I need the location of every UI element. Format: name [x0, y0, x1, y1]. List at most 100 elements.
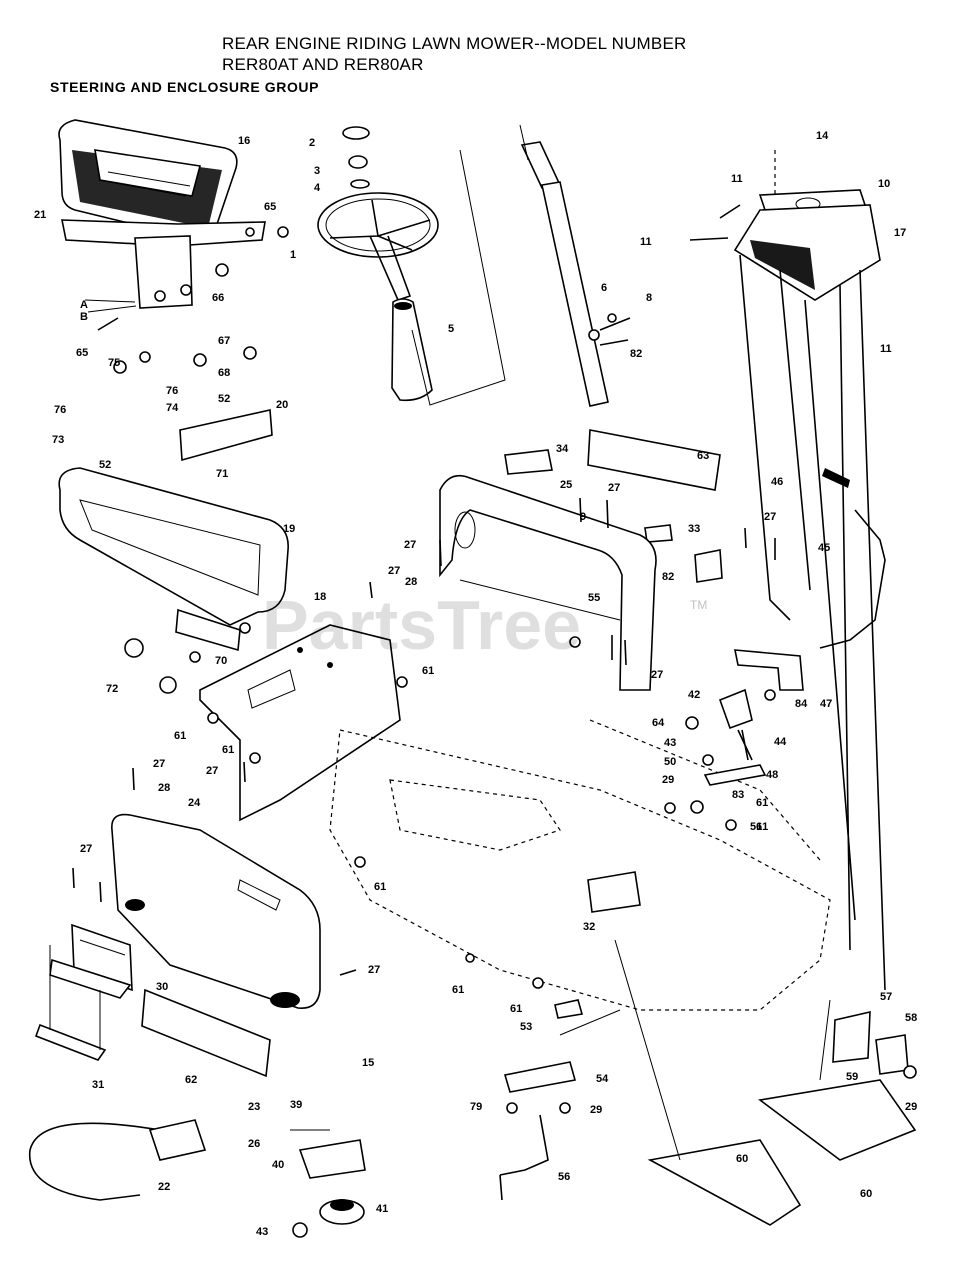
callout-21: 21	[34, 209, 46, 221]
callout-84: 84	[795, 698, 808, 710]
diagram-title-line2: RER80AT AND RER80AR	[222, 55, 424, 74]
callout-60b: 60	[860, 1188, 872, 1200]
steering-wheel-part	[317, 126, 439, 301]
callout-11b: 11	[640, 236, 652, 248]
callout-27h: 27	[80, 843, 92, 855]
callout-55: 55	[588, 592, 600, 604]
callout-79: 79	[470, 1101, 482, 1113]
callout-8: 8	[646, 292, 652, 304]
callout-51: 51	[750, 821, 762, 833]
lever-48-part	[703, 764, 767, 786]
fender-part	[439, 474, 657, 691]
front-cowl-part	[111, 813, 321, 1009]
callout-29a: 29	[662, 774, 674, 786]
callout-61b: 61	[174, 730, 186, 742]
callout-83: 83	[732, 789, 744, 801]
callout-11a: 11	[731, 173, 743, 185]
callout-31: 31	[92, 1079, 104, 1091]
callout-50: 50	[664, 756, 676, 768]
brake-rod-part	[499, 1009, 621, 1201]
callout-15: 15	[362, 1057, 374, 1069]
callout-82a: 82	[630, 348, 642, 360]
callout-3: 3	[314, 165, 320, 177]
shift-lever-part	[819, 468, 886, 649]
callout-57: 57	[880, 991, 892, 1003]
callout-22: 22	[158, 1181, 170, 1193]
callout-19: 19	[283, 523, 295, 535]
callout-54: 54	[596, 1073, 609, 1085]
callout-61g: 61	[452, 984, 464, 996]
callout-40: 40	[272, 1159, 284, 1171]
callout-24: 24	[188, 797, 201, 809]
steering-shaft-part	[519, 124, 631, 407]
bracket-30-part	[49, 923, 133, 999]
pedal-right-part	[758, 1079, 917, 1161]
pedal-left-part	[647, 1139, 802, 1226]
callout-52a: 52	[218, 393, 230, 405]
callout-17: 17	[894, 227, 906, 239]
callout-28a: 28	[405, 576, 417, 588]
callout-76a: 76	[166, 385, 178, 397]
callout-53: 53	[520, 1021, 532, 1033]
callout-74: 74	[166, 402, 179, 414]
callout-64: 64	[652, 717, 665, 729]
bracket-20-part	[179, 409, 273, 462]
callout-45: 45	[818, 542, 830, 554]
callout-62: 62	[185, 1074, 197, 1086]
mower-deck-outline	[329, 729, 831, 1011]
partstree-watermark: PartsTree	[262, 586, 582, 664]
callout-60a: 60	[736, 1153, 748, 1165]
callout-46: 46	[771, 476, 783, 488]
callout-61a: 61	[422, 665, 434, 677]
callout-29c: 29	[590, 1104, 602, 1116]
callout-61c: 61	[222, 744, 234, 756]
callout-14: 14	[816, 130, 829, 142]
callout-16: 16	[238, 135, 250, 147]
callout-6: 6	[601, 282, 607, 294]
hardware-group	[72, 346, 917, 1114]
callout-27a: 27	[608, 482, 620, 494]
seat-pan-part	[58, 467, 289, 652]
callout-42: 42	[688, 689, 700, 701]
callout-61d: 61	[756, 797, 768, 809]
callout-41: 41	[376, 1203, 388, 1215]
callout-73: 73	[52, 434, 64, 446]
bracket-31-part	[34, 1023, 107, 1061]
callout-61e: 61	[756, 821, 768, 833]
callout-56: 56	[558, 1171, 570, 1183]
callout-43b: 43	[256, 1226, 268, 1238]
callout-61f: 61	[374, 881, 386, 893]
callout-10: 10	[878, 178, 890, 190]
callout-67: 67	[218, 335, 230, 347]
callout-48: 48	[766, 769, 778, 781]
callout-25: 25	[560, 479, 572, 491]
callout-82b: 82	[662, 571, 674, 583]
callout-65a: 65	[264, 201, 276, 213]
callout-27f: 27	[206, 765, 218, 777]
plate-57-part	[832, 1010, 871, 1063]
callout-76b: 76	[54, 404, 66, 416]
callout-71: 71	[216, 468, 228, 480]
callout-34: 34	[556, 443, 569, 455]
callout-59: 59	[846, 1071, 858, 1083]
callout-26: 26	[248, 1138, 260, 1150]
callout-32: 32	[583, 921, 595, 933]
callout-18: 18	[314, 591, 326, 603]
callout-66: 66	[212, 292, 224, 304]
callout-63: 63	[697, 450, 709, 462]
callout-28b: 28	[158, 782, 170, 794]
callout-33: 33	[688, 523, 700, 535]
callout-4: 4	[314, 182, 321, 194]
column-boot-part	[391, 298, 433, 402]
bracket-40-part	[298, 1139, 366, 1179]
plate-58-part	[875, 1034, 909, 1075]
callout-58: 58	[905, 1012, 917, 1024]
decal-62-part	[141, 988, 271, 1078]
callout-11c: 11	[880, 343, 892, 355]
callout-27g: 27	[153, 758, 165, 770]
callout-23: 23	[248, 1101, 260, 1113]
callout-65b: 65	[76, 347, 88, 359]
decal-34-part	[504, 449, 553, 475]
callout-5: 5	[448, 323, 454, 335]
